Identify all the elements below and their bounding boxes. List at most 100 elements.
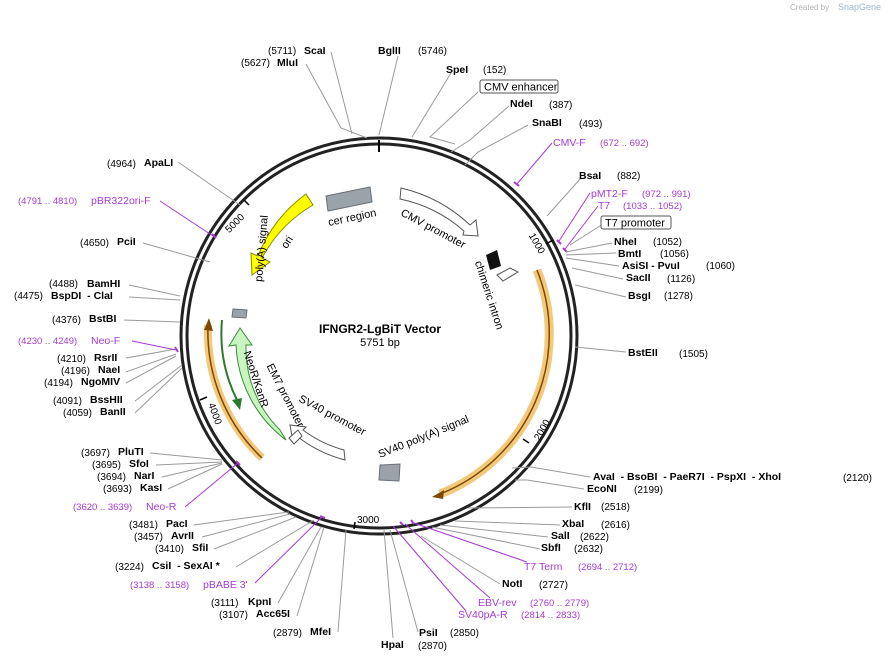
primer-sv40pa-r[interactable]: SV40pA-R (458, 609, 508, 621)
site-pos-spei: (152) (483, 65, 506, 76)
site-psii[interactable]: PsiI (419, 627, 438, 639)
site-pos-acc65i: (3107) (219, 610, 248, 621)
site-pos-kpni: (3111) (211, 598, 238, 609)
site-bglii[interactable]: BglII (378, 45, 401, 57)
site-pos-xbai: (2616) (601, 520, 630, 531)
site-pos-sbfi: (2632) (574, 544, 603, 555)
site-ngomiv[interactable]: NgoMIV (81, 376, 120, 388)
site-bstbi[interactable]: BstBI (89, 313, 117, 325)
primer-t7-term[interactable]: T7 Term (524, 561, 563, 573)
primer-pbabe3[interactable]: pBABE 3' (203, 579, 248, 591)
site-banii[interactable]: BanII (100, 406, 126, 418)
site-pos-asisi-pvui: (1060) (706, 261, 735, 272)
primer-pos-sv40pa-r: (2814 .. 2833) (521, 610, 580, 621)
site-kpni[interactable]: KpnI (248, 596, 271, 608)
site-bsai[interactable]: BsaI (579, 170, 601, 182)
t7-promoter-label: T7 promoter (605, 218, 665, 230)
site-naei[interactable]: NaeI (98, 364, 120, 376)
cer-region-feature[interactable] (325, 186, 373, 212)
primer-pos-pbr322ori-f: (4791 .. 4810) (18, 196, 77, 207)
site-pos-noti: (2727) (539, 580, 568, 591)
site-snabi[interactable]: SnaBI (532, 117, 562, 129)
primer-t7[interactable]: T7 (598, 200, 610, 212)
sv40-promoter-label: SV40 promoter (297, 393, 368, 438)
ori-feature[interactable] (250, 193, 314, 276)
site-pos-nari: (3694) (97, 472, 126, 483)
t7-promoter-box[interactable] (600, 215, 672, 230)
map-size: 5751 bp (360, 337, 400, 349)
site-avrii[interactable]: AvrII (171, 530, 194, 542)
site-bamhi[interactable]: BamHI (87, 278, 120, 290)
site-nhei[interactable]: NheI (614, 236, 637, 248)
site-bsgi[interactable]: BsgI (628, 290, 651, 302)
site-pcii[interactable]: PciI (117, 236, 136, 248)
site-sacii[interactable]: SacII (626, 272, 651, 284)
cmv-enhancer-box[interactable] (479, 79, 559, 94)
primer-neo-f[interactable]: Neo-F (91, 335, 120, 347)
site-sali[interactable]: SalI (551, 530, 570, 542)
orf-left-line (207, 324, 263, 459)
tick-mark-3000 (353, 521, 356, 530)
site-pos-paci: (3481) (129, 520, 158, 531)
site-avai-group[interactable]: AvaI - BsoBI - PaeR7I - PspXI - XhoI (593, 471, 781, 483)
polya-signal-feature[interactable] (231, 308, 248, 319)
site-bsshii[interactable]: BssHII (90, 394, 123, 406)
site-mfei[interactable]: MfeI (310, 626, 331, 638)
sv40-polya-label: SV40 poly(A) signal (377, 413, 471, 460)
site-pluti[interactable]: PluTI (118, 446, 144, 458)
site-scai[interactable]: ScaI (304, 45, 326, 57)
site-pos-pluti: (3697) (81, 448, 110, 459)
primer-ebv-rev[interactable]: EBV-rev (478, 597, 517, 609)
orf-right-line (439, 269, 551, 495)
site-pos-econi: (2199) (634, 485, 663, 496)
site-paci[interactable]: PacI (166, 518, 188, 530)
site-bmti[interactable]: BmtI (618, 248, 641, 260)
site-econi[interactable]: EcoNI (587, 483, 617, 495)
site-spei[interactable]: SpeI (446, 64, 468, 76)
site-acc65i[interactable]: Acc65I (256, 608, 290, 620)
cmv-promoter-feature[interactable] (399, 187, 479, 237)
site-csii-sexai[interactable]: CsiI - SexAI * (152, 560, 221, 572)
backbone-outer-ring (179, 136, 579, 536)
site-sfoi[interactable]: SfoI (129, 458, 149, 470)
site-noti[interactable]: NotI (502, 578, 522, 590)
primer-pmt2-f[interactable]: pMT2-F (591, 188, 628, 200)
site-bspdi-clai[interactable]: BspDI - ClaI (51, 290, 113, 302)
site-pos-avrii: (3457) (134, 532, 163, 543)
site-sfii[interactable]: SfiI (192, 542, 208, 554)
chimeric-intron-dark-feature[interactable] (486, 250, 501, 270)
primer-cmv-f[interactable]: CMV-F (553, 137, 586, 149)
chimeric-intron-arrow-feature[interactable] (496, 267, 520, 282)
site-sbfi[interactable]: SbfI (541, 542, 561, 554)
site-pos-bsshii: (4091) (53, 396, 82, 407)
site-ndei[interactable]: NdeI (510, 98, 533, 110)
primer-pos-ebv-rev: (2760 .. 2779) (530, 598, 589, 609)
neor-kanr-feature[interactable] (228, 327, 287, 441)
primer-pbr322ori-f[interactable]: pBR322ori-F (91, 195, 151, 207)
cer-region-label: cer region (327, 207, 377, 229)
sv40-promoter-feature[interactable] (289, 424, 346, 461)
site-rsrii[interactable]: RsrII (94, 352, 117, 364)
site-pos-sali: (2622) (580, 532, 609, 543)
em7-promoter-feature[interactable] (288, 429, 303, 445)
neo-inner-arrowhead (232, 398, 242, 410)
created-by-text: Created by (790, 3, 829, 12)
site-pos-apali: (4964) (107, 159, 136, 170)
site-hpai[interactable]: HpaI (381, 639, 404, 651)
site-bsteii[interactable]: BstEII (628, 347, 658, 359)
site-apali[interactable]: ApaLI (144, 157, 173, 169)
primer-pos-pbabe3: (3138 .. 3158) (130, 580, 189, 591)
site-asisi-pvui[interactable]: AsiSI - PvuI (622, 260, 680, 272)
site-kasi[interactable]: KasI (140, 482, 162, 494)
primer-pos-t7: (1033 .. 1052) (623, 201, 682, 212)
site-xbai[interactable]: XbaI (562, 518, 584, 530)
site-kfli[interactable]: KflI (574, 501, 591, 513)
primer-neo-r[interactable]: Neo-R (146, 501, 177, 513)
site-pos-bamhi: (4488) (49, 279, 78, 290)
sv40-polya-feature[interactable] (378, 463, 401, 482)
site-pos-mfei: (2879) (273, 628, 302, 639)
site-nari[interactable]: NarI (134, 470, 155, 482)
site-mlui[interactable]: MluI (277, 57, 298, 69)
site-pos-bsteii: (1505) (679, 349, 708, 360)
